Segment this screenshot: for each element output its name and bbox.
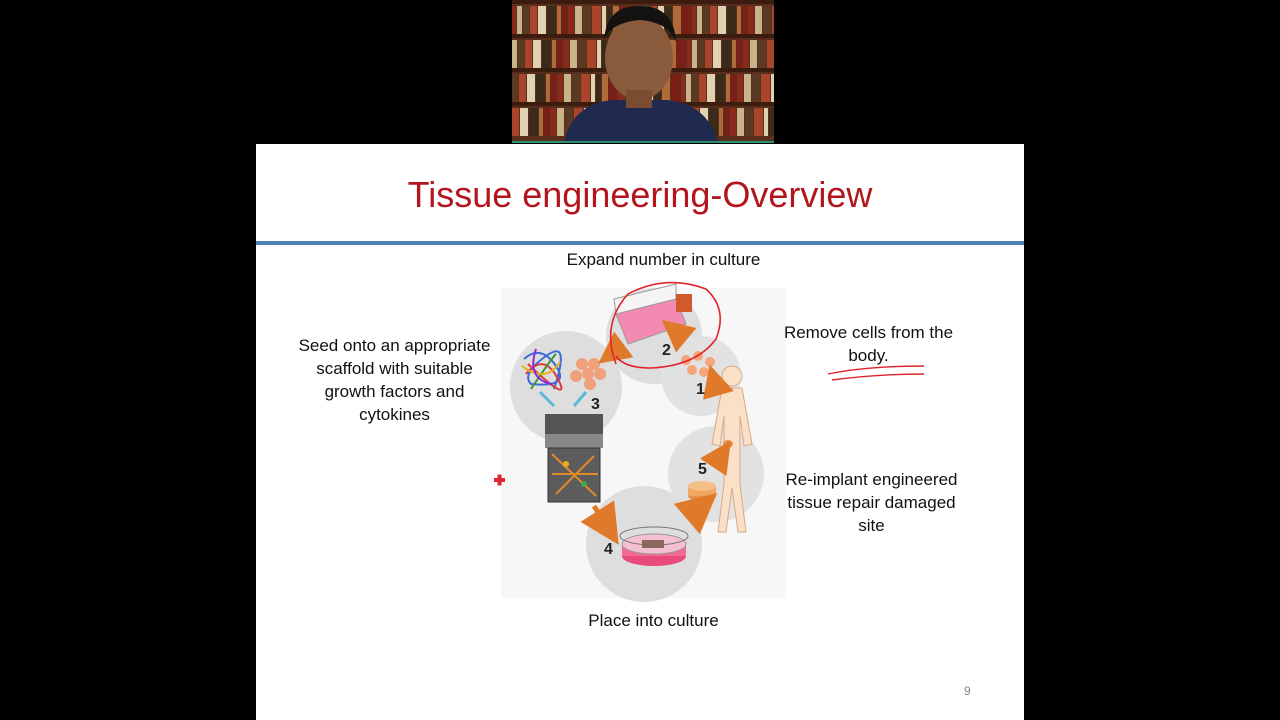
slide: Tissue engineering-Overview: [256, 144, 1024, 720]
label-seed: Seed onto an appropriate scaffold with s…: [298, 336, 491, 424]
annotation-underline: [827, 365, 925, 375]
step-number-1: 1: [696, 381, 705, 398]
step-number-3: 3: [591, 396, 600, 413]
slide-title: Tissue engineering-Overview: [407, 174, 873, 215]
culture-flask-icon: [613, 283, 692, 345]
annotation-circle: [609, 281, 722, 369]
presenter-video: [512, 0, 774, 143]
pointer-plus-icon: [494, 474, 505, 486]
webcam-bottom-bar: [512, 141, 774, 143]
seeded-scaffold-icon: [545, 414, 603, 503]
step-number-5: 5: [698, 461, 707, 478]
scaffold-fibers-icon: [521, 348, 563, 391]
step-number-4: 4: [604, 541, 613, 558]
annotation-underline-2: [831, 373, 925, 381]
engineered-tissue-icon: [688, 481, 716, 501]
cells-icon: [681, 351, 715, 377]
page-number: 9: [964, 684, 971, 698]
label-expand: Expand number in culture: [566, 250, 761, 269]
webcam-feed: [512, 0, 774, 143]
petri-dish-icon: [619, 526, 689, 566]
cell-cluster-icon: [570, 358, 606, 390]
tissue-engineering-cycle-diagram: 2 1 3 4 5: [494, 281, 925, 602]
step-number-2: 2: [662, 342, 671, 359]
title-divider: [256, 241, 1024, 245]
label-place: Place into culture: [588, 611, 719, 630]
label-remove: Remove cells from the body.: [783, 323, 954, 365]
label-reimplant: Re-implant engineered tissue repair dama…: [785, 470, 958, 535]
